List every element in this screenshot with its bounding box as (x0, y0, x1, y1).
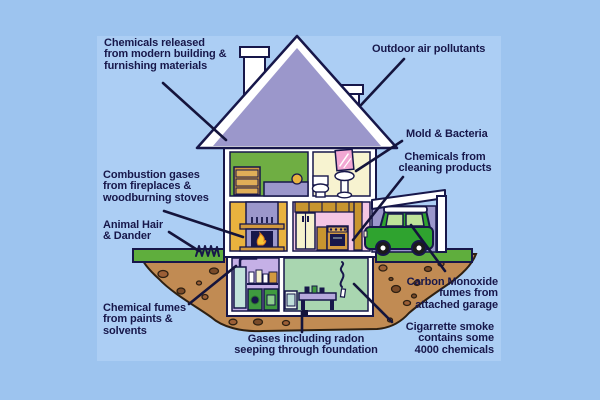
base-cabinet (316, 226, 328, 251)
cigarette-smoke-squiggle (339, 261, 345, 288)
washer-door (250, 295, 260, 305)
refrigerator (295, 212, 316, 250)
label-building-materials: Chemicals released from modern building … (104, 37, 227, 72)
kitchen-cabinets (294, 201, 363, 251)
garage (363, 189, 447, 256)
pointer-cleaning-products (351, 175, 405, 242)
pedestal-sink (334, 170, 355, 199)
house-body (223, 145, 377, 258)
label-radon: Gases including radon seeping through fo… (234, 333, 378, 357)
basement (226, 252, 374, 317)
pointer-combustion-gases (162, 209, 245, 239)
sleeper-head (291, 173, 303, 185)
fireplace (239, 201, 285, 252)
label-animal-hair: Animal Hair & Dander (103, 219, 164, 243)
garage-outer-wall (436, 195, 447, 253)
bathroom-mirror (334, 148, 355, 172)
pointer-carbon-monoxide (409, 223, 447, 273)
pointer-chemical-fumes (187, 264, 238, 306)
fire-tools (251, 217, 273, 223)
dryer-label (266, 294, 276, 306)
roof (213, 48, 381, 146)
workbench-items (304, 285, 325, 294)
flame (256, 231, 267, 246)
animal-hair-tufts (195, 245, 220, 257)
label-cleaning-products: Chemicals from cleaning products (398, 151, 492, 175)
hearth (239, 246, 285, 252)
car-window-rear (405, 213, 425, 227)
pointer-radon-cap (302, 310, 308, 316)
dresser-drawers (235, 169, 259, 195)
pointer-building-materials (161, 81, 228, 142)
bed (263, 181, 309, 197)
workbench-top (298, 292, 337, 301)
toilet (311, 175, 330, 198)
roof-and-chimneys (195, 34, 399, 150)
tall-cabinet (353, 201, 363, 251)
heater-pipe (238, 253, 258, 267)
water-heater (233, 266, 247, 309)
car (363, 205, 434, 256)
stove (326, 225, 349, 251)
cigarette (339, 288, 347, 298)
headlight (363, 230, 368, 238)
car-window-front (385, 213, 404, 227)
label-combustion-gases: Combustion gases from fireplaces & woodb… (103, 169, 209, 204)
paint-bottles (248, 269, 278, 284)
workbench-leg-right (330, 300, 334, 310)
utility-sink-basin (286, 293, 296, 307)
pointer-mold-bacteria (354, 139, 404, 173)
label-mold-bacteria: Mold & Bacteria (406, 128, 488, 140)
label-carbon-monoxide: Carbon Monoxide fumes from attached gara… (406, 276, 498, 311)
pointer-outdoor-air (359, 57, 406, 107)
label-chemical-fumes: Chemical fumes from paints & solvents (103, 302, 186, 337)
label-outdoor-air: Outdoor air pollutants (372, 43, 486, 55)
workbench-leg-left (301, 300, 305, 310)
oven-door (330, 234, 345, 246)
label-cigarette-smoke: Cigarrette smoke contains some 4000 chem… (405, 321, 494, 356)
pointer-animal-hair (167, 230, 201, 253)
pointer-cigarette-smoke (352, 282, 394, 324)
pointer-lines (161, 57, 447, 334)
rocks (157, 257, 456, 327)
